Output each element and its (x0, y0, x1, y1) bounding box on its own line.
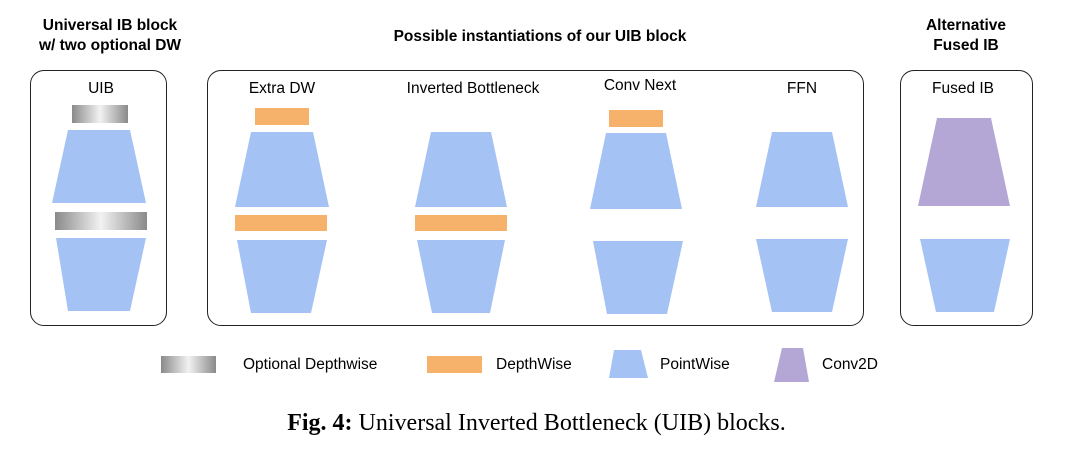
legend-depthwise-label: DepthWise (496, 356, 572, 373)
fused-ib-conv2d (918, 118, 1010, 206)
label-fused-ib: Fused IB (931, 80, 995, 97)
legend-optional-depthwise-label: Optional Depthwise (243, 356, 378, 373)
figure-caption: Fig. 4: Universal Inverted Bottleneck (U… (0, 410, 1073, 437)
fused-ib-pointwise-project (920, 239, 1010, 312)
header-right-line1: Alternative (925, 17, 1007, 34)
extra-dw-pointwise-expand (235, 132, 329, 207)
uib-pointwise-project (56, 238, 146, 311)
header-left: Universal IB block w/ two optional DW (20, 16, 200, 56)
legend-optional-depthwise-swatch (161, 356, 216, 373)
label-uib: UIB (88, 80, 114, 97)
conv-next-pointwise-expand (590, 133, 682, 209)
conv-next-pointwise-project (593, 241, 683, 314)
ffn-pointwise-expand (756, 132, 848, 207)
ib-pointwise-project (417, 240, 505, 313)
legend-conv2d-label: Conv2D (822, 356, 878, 373)
header-right-line2: Fused IB (933, 37, 999, 54)
panel-instantiations (207, 70, 864, 326)
caption-text: Universal Inverted Bottleneck (UIB) bloc… (358, 410, 786, 436)
label-conv-next: Conv Next (603, 77, 677, 94)
label-inverted-bottleneck: Inverted Bottleneck (406, 80, 540, 97)
ib-depthwise (415, 215, 507, 231)
extra-dw-pointwise-project (237, 240, 327, 313)
panel-uib (30, 70, 167, 326)
ffn-pointwise-project (756, 239, 848, 312)
legend-pointwise-label: PointWise (660, 356, 730, 373)
uib-optional-dw-top (72, 105, 128, 123)
conv-next-depthwise (609, 110, 663, 127)
header-left-line2: w/ two optional DW (38, 37, 182, 54)
extra-dw-depthwise-mid (235, 215, 327, 231)
extra-dw-depthwise-top (255, 108, 309, 125)
uib-pointwise-expand (52, 130, 146, 203)
legend-depthwise-swatch (427, 356, 482, 373)
panel-fused-ib (900, 70, 1033, 326)
header-right: Alternative Fused IB (880, 16, 1052, 56)
caption-label: Fig. 4: (287, 410, 353, 436)
uib-optional-dw-mid (55, 212, 147, 230)
legend-conv2d-swatch (774, 348, 809, 382)
label-ffn: FFN (786, 80, 818, 97)
label-extra-dw: Extra DW (248, 80, 316, 97)
legend-pointwise-swatch (609, 350, 648, 378)
header-left-line1: Universal IB block (42, 17, 178, 34)
header-middle: Possible instantiations of our UIB block (393, 28, 687, 45)
ib-pointwise-expand (415, 132, 507, 207)
